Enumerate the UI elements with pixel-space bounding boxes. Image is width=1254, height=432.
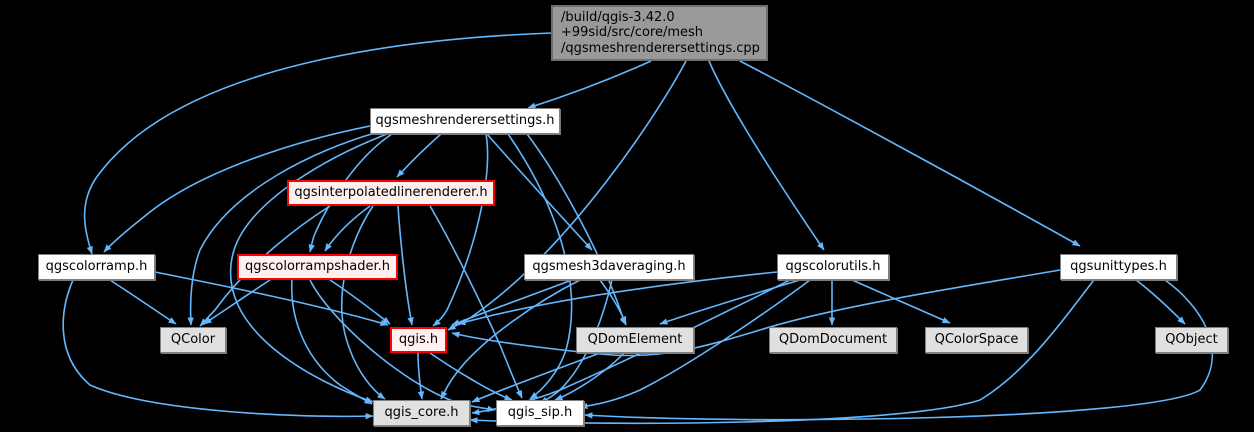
- node-cramp[interactable]: qgscolorramp.h: [38, 254, 155, 280]
- edge-qgish-to-core: [417, 352, 425, 400]
- edge-mrs-to-core: [229, 133, 388, 403]
- node-label-qdome: QDomElement: [587, 332, 683, 348]
- node-cutil[interactable]: qgscolorutils.h: [777, 254, 889, 280]
- edge-root-to-cramp: [83, 32, 552, 255]
- node-label-mrs: qgsmeshrenderersettings.h: [375, 113, 555, 129]
- node-qcspc[interactable]: QColorSpace: [925, 327, 1028, 353]
- edge-cutil-to-qdome: [659, 279, 801, 325]
- node-label-core: qgis_core.h: [384, 405, 459, 421]
- edge-m3d-to-core: [440, 279, 581, 400]
- node-qcolor[interactable]: QColor: [160, 327, 226, 353]
- edge-ilr-to-crs: [324, 205, 371, 252]
- edge-mrs-to-qcolor: [187, 132, 376, 326]
- edge-cutil-to-qgish: [457, 271, 778, 326]
- edge-ilr-to-core: [341, 205, 386, 400]
- node-unit[interactable]: qgsunittypes.h: [1060, 254, 1177, 280]
- edge-m3d-to-qdome: [599, 279, 627, 325]
- edge-m3d-to-sip: [539, 279, 613, 404]
- node-qdome[interactable]: QDomElement: [576, 327, 694, 353]
- edge-crs-to-qgish: [329, 279, 391, 325]
- edge-cutil-to-qcspc: [851, 279, 951, 324]
- edge-crs-to-sip: [309, 279, 496, 413]
- edge-crs-to-core: [290, 279, 373, 405]
- edge-unit-to-sip: [584, 279, 1214, 421]
- edge-qdome-to-sip: [554, 352, 625, 401]
- node-label-root: /build/qgis-3.42.0 +99sid/src/core/mesh …: [561, 10, 760, 56]
- node-sip[interactable]: qgis_sip.h: [496, 400, 584, 426]
- edge-ilr-to-qgish: [397, 205, 414, 326]
- node-label-qcolor: QColor: [170, 332, 216, 348]
- node-label-cramp: qgscolorramp.h: [45, 259, 148, 275]
- edge-cramp-to-qgish: [154, 271, 389, 326]
- edge-mrs-to-sip: [507, 133, 573, 400]
- edge-unit-to-qgish: [451, 269, 1061, 357]
- node-crs[interactable]: qgscolorrampshader.h: [237, 254, 398, 280]
- edge-ilr-to-sip: [429, 205, 523, 399]
- edge-mrs-to-m3d: [486, 133, 593, 251]
- node-label-qcspc: QColorSpace: [934, 332, 1019, 348]
- edge-qgish-to-sip: [429, 352, 513, 401]
- edge-cutil-to-sip: [579, 279, 811, 410]
- node-label-qobj: QObject: [1165, 332, 1218, 348]
- node-m3d[interactable]: qgsmesh3daveraging.h: [524, 254, 694, 280]
- edge-mrs-to-crs: [308, 133, 393, 253]
- edge-qdome-to-core: [471, 352, 601, 403]
- node-label-ilr: qgsinterpolatedlinerenderer.h: [294, 185, 488, 201]
- node-qgish[interactable]: qgis.h: [390, 327, 447, 353]
- edge-cramp-to-core: [62, 279, 374, 420]
- edges: [62, 32, 1214, 425]
- node-ilr[interactable]: qgsinterpolatedlinerenderer.h: [287, 180, 495, 206]
- node-qdomd[interactable]: QDomDocument: [769, 327, 897, 353]
- node-root[interactable]: /build/qgis-3.42.0 +99sid/src/core/mesh …: [551, 5, 768, 61]
- node-label-sip: qgis_sip.h: [507, 405, 573, 421]
- node-mrs[interactable]: qgsmeshrenderersettings.h: [370, 108, 560, 134]
- node-core[interactable]: qgis_core.h: [373, 400, 470, 426]
- edge-unit-to-qobj: [1135, 279, 1186, 325]
- node-label-m3d: qgsmesh3daveraging.h: [532, 259, 686, 275]
- edge-mrs-to-ilr: [396, 133, 442, 178]
- edge-crs-to-qcolor: [203, 279, 271, 325]
- edge-root-to-mrs: [527, 60, 652, 109]
- edge-cramp-to-qcolor: [109, 279, 177, 325]
- node-label-qdomd: QDomDocument: [778, 332, 888, 348]
- node-label-qgish: qgis.h: [398, 332, 439, 348]
- node-qobj[interactable]: QObject: [1155, 327, 1228, 353]
- node-label-unit: qgsunittypes.h: [1070, 259, 1167, 275]
- edge-root-to-unit: [739, 60, 1081, 247]
- edge-mrs-to-qgish: [432, 133, 489, 327]
- edge-mrs-to-cramp: [103, 125, 371, 253]
- node-label-crs: qgscolorrampshader.h: [244, 259, 391, 275]
- edge-root-to-cutil: [708, 60, 825, 251]
- node-label-cutil: qgscolorutils.h: [785, 259, 881, 275]
- edge-unit-to-core: [469, 279, 1095, 425]
